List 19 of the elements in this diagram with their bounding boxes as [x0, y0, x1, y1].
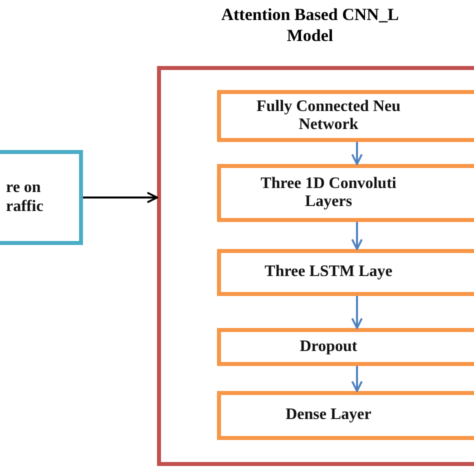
layer-box — [217, 328, 474, 366]
node-label: Dense Layer — [284, 406, 372, 425]
arrow — [351, 142, 363, 165]
input-box — [0, 150, 83, 245]
arrow — [351, 222, 363, 250]
arrow — [351, 296, 363, 329]
node-label: Fully Connected Neu Network — [256, 98, 402, 134]
node-label: Three LSTM Laye — [264, 263, 394, 282]
diagram-title: Attention Based CNN_L Model — [220, 4, 400, 46]
layer-box — [217, 164, 474, 222]
layer-box — [217, 391, 474, 440]
node-label: Three 1D Convoluti Layers — [260, 174, 398, 212]
node-label: Dropout — [298, 338, 358, 356]
arrow — [83, 192, 158, 204]
layer-box — [217, 249, 474, 296]
model-container — [157, 66, 474, 466]
layer-box — [217, 90, 474, 142]
arrow — [351, 366, 363, 392]
node-label: re on raffic — [6, 179, 44, 216]
